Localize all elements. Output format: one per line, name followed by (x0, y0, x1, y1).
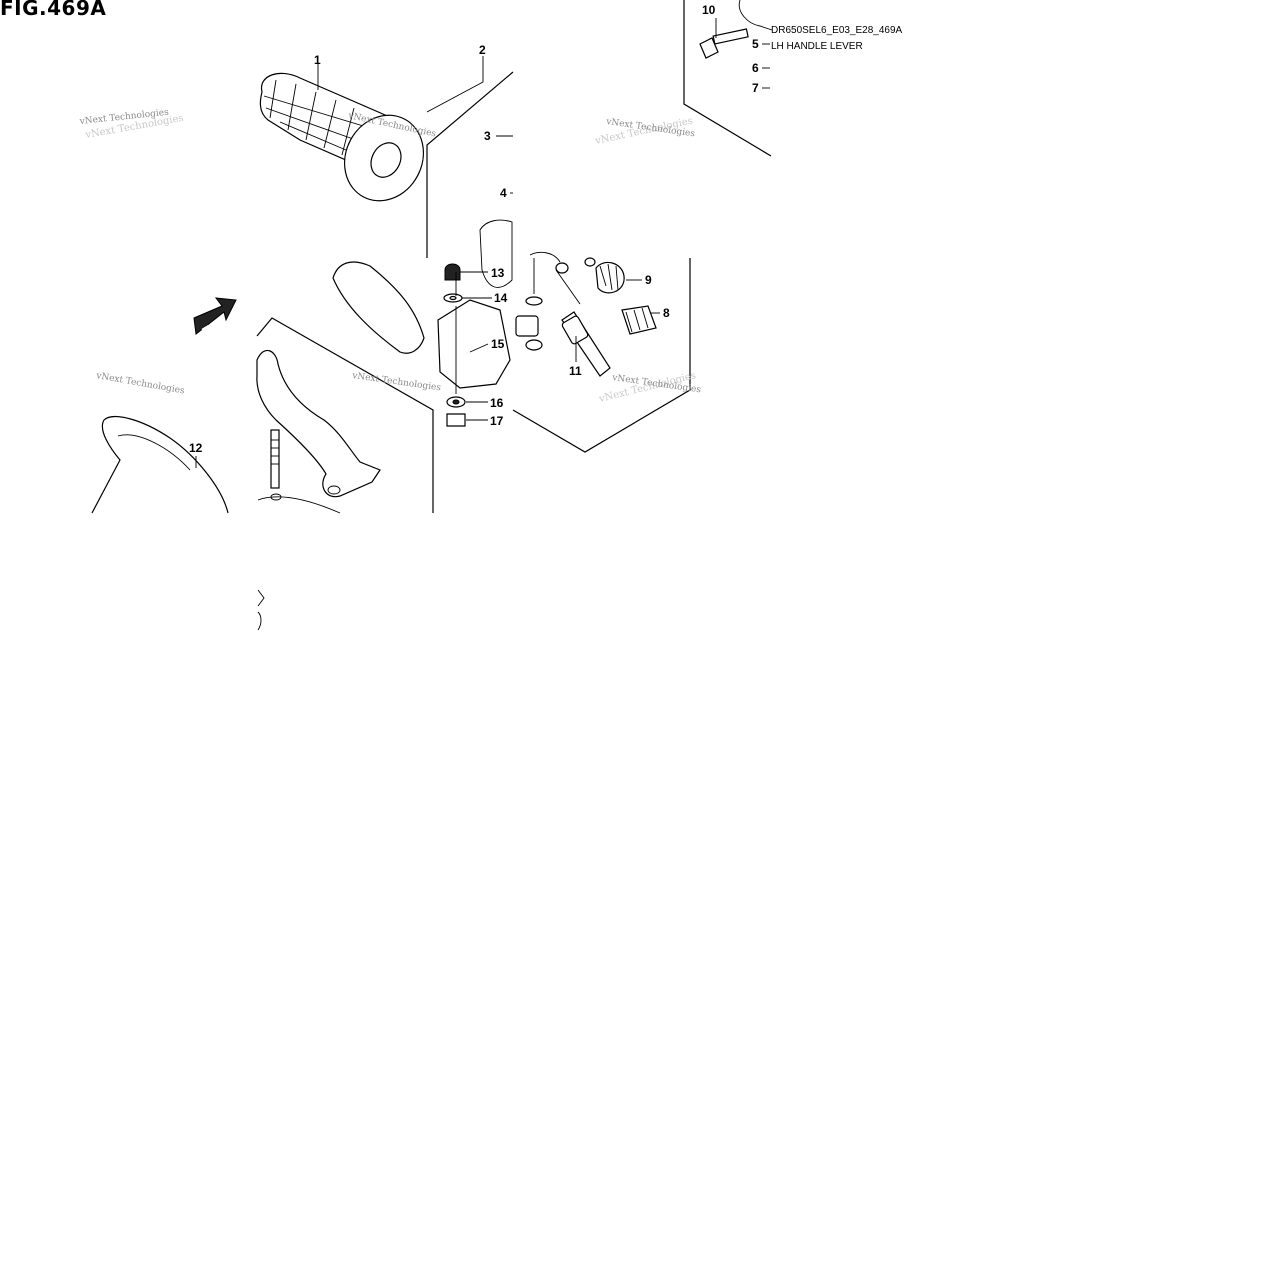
outline-frames (256, 0, 772, 513)
callout-8: 8 (663, 306, 670, 320)
fwd-arrow: FWD (193, 297, 237, 338)
watermark-5: vNext Technologies (351, 371, 442, 394)
group-label: LH HANDLE LEVER (771, 41, 863, 52)
frame-lower-left (256, 317, 434, 513)
callout-15: 15 (491, 337, 505, 351)
callout-12: 12 (189, 441, 203, 455)
frame-middle-right (512, 258, 691, 453)
figure-title: FIG.469A (0, 0, 107, 20)
callout-16: 16 (490, 396, 504, 410)
watermark-4: vNext Technologies (94, 371, 185, 397)
callout-6: 6 (752, 61, 759, 75)
cropped-fragment (257, 589, 265, 631)
callout-5: 5 (752, 37, 759, 51)
lever-perch (332, 219, 561, 389)
callout-2: 2 (479, 43, 486, 57)
figure-code: DR650SEL6_E03_E28_469A (771, 25, 903, 36)
frame-top-right (683, 0, 772, 157)
hardware-stack (443, 258, 543, 427)
callout-7: 7 (752, 81, 759, 95)
callout-13: 13 (491, 266, 505, 280)
callout-11: 11 (569, 364, 582, 378)
handle-grip (259, 72, 425, 202)
callout-9: 9 (645, 273, 652, 287)
callout-10: 10 (702, 3, 716, 17)
callout-1: 1 (314, 53, 321, 67)
lever-body-lower (256, 349, 381, 514)
lever-guard (91, 416, 229, 514)
callout-17: 17 (490, 414, 504, 428)
cable-adjuster (555, 257, 657, 377)
callout-numbers: 1 2 3 4 5 6 7 8 9 10 11 12 13 14 15 16 1… (189, 3, 759, 455)
bolt-10 (699, 0, 773, 59)
callout-14: 14 (494, 291, 508, 305)
leader-lines (195, 18, 770, 468)
frame-upper-left (426, 71, 514, 258)
callout-3: 3 (484, 129, 491, 143)
callout-4: 4 (500, 186, 507, 200)
